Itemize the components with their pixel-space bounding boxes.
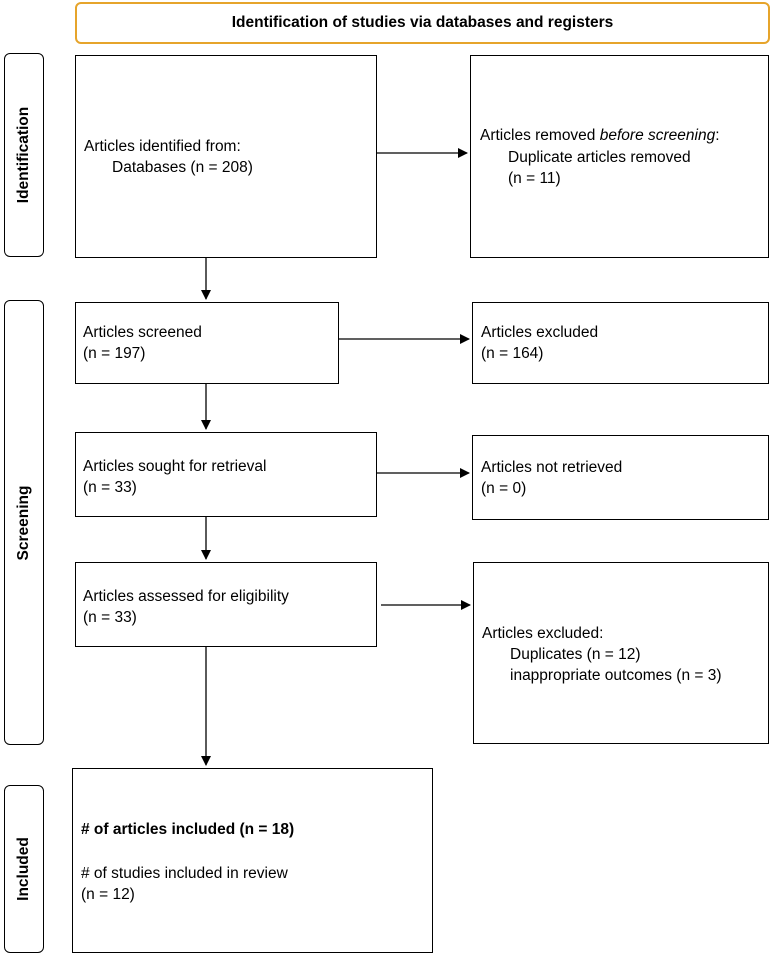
screened-line1: Articles screened — [83, 324, 202, 341]
box-removed — [470, 55, 769, 258]
assessed-line1: Articles assessed for eligibility — [83, 588, 289, 605]
not-retrieved-line2: (n = 0) — [481, 480, 527, 497]
box-assessed — [75, 562, 377, 647]
excluded-screen-line2: (n = 164) — [481, 345, 544, 362]
assessed-line2: (n = 33) — [83, 609, 137, 626]
box-screened — [75, 302, 339, 384]
box-not-retrieved — [472, 435, 769, 520]
included-line3: (n = 12) — [81, 886, 135, 903]
excluded-elig-line1: Articles excluded: — [482, 625, 604, 642]
screened-line2: (n = 197) — [83, 345, 146, 362]
excluded-screen-line1: Articles excluded — [481, 324, 599, 341]
identified-line2: Databases (n = 208) — [112, 159, 253, 176]
sought-line1: Articles sought for retrieval — [83, 458, 267, 475]
box-sought — [75, 432, 377, 517]
included-line1: # of articles included (n = 18) — [81, 821, 295, 838]
included-line2: # of studies included in review — [81, 865, 288, 882]
removed-line3: (n = 11) — [508, 170, 561, 187]
not-retrieved-line1: Articles not retrieved — [481, 459, 623, 476]
phase-included: Included — [4, 785, 44, 953]
header-box: Identification of studies via databases … — [75, 2, 770, 44]
header-title: Identification of studies via databases … — [231, 14, 614, 31]
box-excluded-screen — [472, 302, 769, 384]
box-identified — [75, 55, 377, 258]
phase-screening: Screening — [4, 300, 44, 745]
phase-identification: Identification — [4, 53, 44, 257]
box-included — [72, 768, 433, 953]
excluded-elig-line2: Duplicates (n = 12) — [510, 646, 641, 663]
identified-line1: Articles identified from: — [84, 138, 241, 155]
removed-line2: Duplicate articles removed — [508, 149, 691, 166]
removed-line1: Articles removed before screening: — [480, 127, 720, 144]
box-excluded-eligibility — [473, 562, 769, 744]
sought-line2: (n = 33) — [83, 479, 137, 496]
excluded-elig-line3: inappropriate outcomes (n = 3) — [510, 667, 722, 684]
